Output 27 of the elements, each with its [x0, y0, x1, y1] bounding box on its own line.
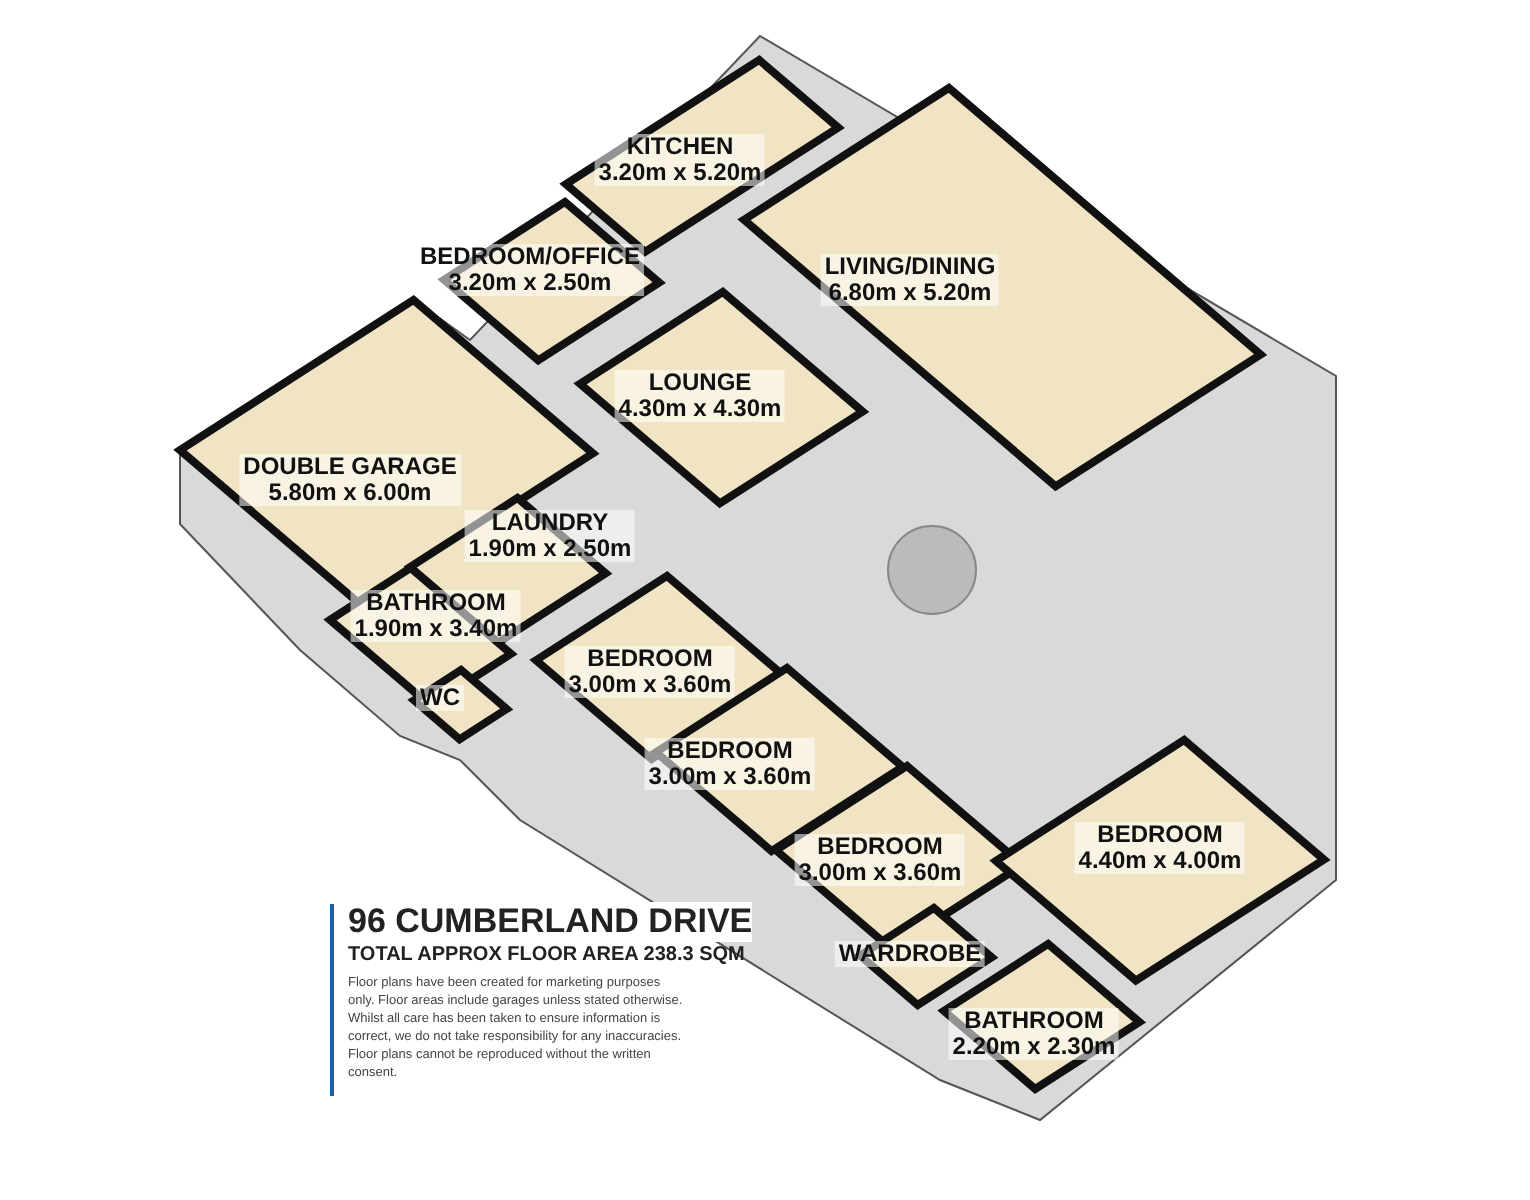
room-name: BEDROOM: [644, 737, 816, 764]
room-name: WC: [416, 684, 464, 711]
room-name: BEDROOM: [794, 833, 966, 860]
room-name: LIVING/DINING: [820, 253, 1000, 280]
room-dimensions: 4.30m x 4.30m: [614, 395, 786, 422]
room-name: BEDROOM/OFFICE: [416, 243, 644, 270]
room-name: LOUNGE: [614, 369, 786, 396]
room-dimensions: 5.80m x 6.00m: [239, 479, 461, 506]
room-dimensions: 1.90m x 3.40m: [350, 615, 522, 642]
room-name: LAUNDRY: [464, 509, 636, 536]
room-dimensions: 3.00m x 3.60m: [564, 671, 736, 698]
room-name: KITCHEN: [594, 133, 766, 160]
room-name: WARDROBE: [834, 940, 986, 967]
room-dimensions: 3.00m x 3.60m: [644, 763, 816, 790]
room-dimensions: 3.20m x 5.20m: [594, 159, 766, 186]
room-name: BATHROOM: [350, 589, 522, 616]
room-dimensions: 4.40m x 4.00m: [1074, 847, 1246, 874]
room-dimensions: 6.80m x 5.20m: [820, 279, 1000, 306]
room-name: BATHROOM: [948, 1007, 1120, 1034]
room-dimensions: 1.90m x 2.50m: [464, 535, 636, 562]
room-name: BEDROOM: [1074, 821, 1246, 848]
title: 96 CUMBERLAND DRIVE: [348, 902, 753, 942]
room-dimensions: 2.20m x 2.30m: [948, 1033, 1120, 1060]
floor-area-text: TOTAL APPROX FLOOR AREA 238.3 SQM: [348, 944, 745, 966]
room-dimensions: 3.00m x 3.60m: [794, 859, 966, 886]
room-name: DOUBLE GARAGE: [239, 453, 461, 480]
room-name: BEDROOM: [564, 645, 736, 672]
